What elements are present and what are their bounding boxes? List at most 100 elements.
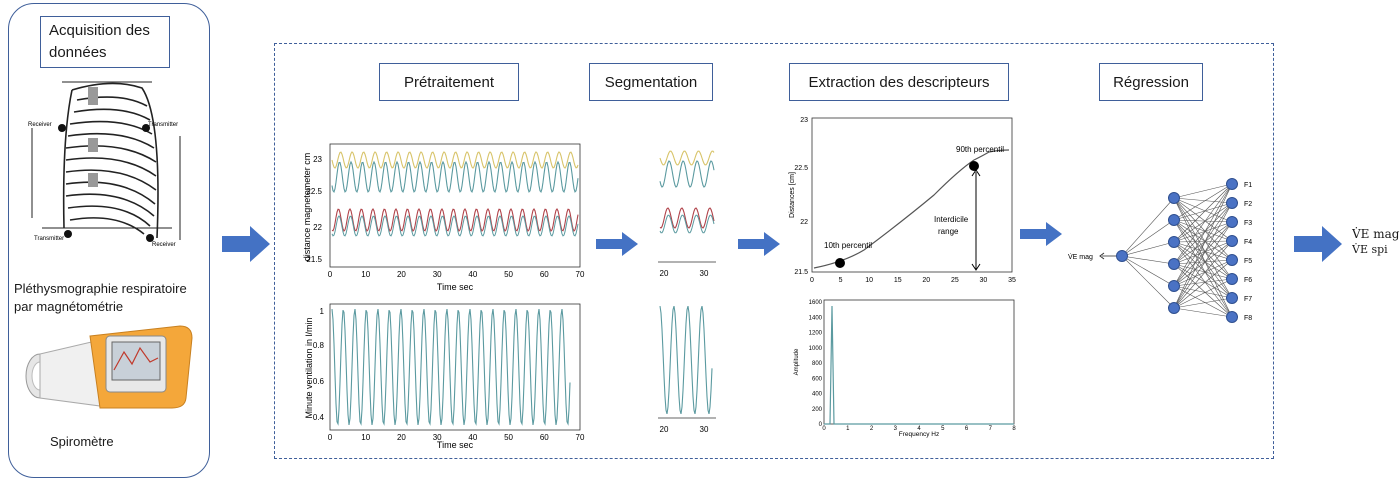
amp-ytick-3: 1000 [809, 346, 823, 352]
nn-edge [1173, 219, 1233, 280]
nn-edge [1173, 183, 1233, 287]
nn-edge [1173, 221, 1233, 265]
nn-edge [1173, 307, 1233, 318]
vent-xtick-4: 40 [468, 433, 477, 442]
dist-xtick-4: 40 [468, 270, 477, 279]
vent-ylabel: Minute ventilation in l/min [304, 317, 314, 418]
segmentation-ventilation-plot: 20 30 [658, 305, 716, 434]
nn-edge [1173, 297, 1233, 309]
nn-input-node-4 [1226, 254, 1238, 266]
nn-edge [1173, 183, 1233, 265]
amp-ytick-6: 400 [812, 392, 823, 398]
dist-ytick-22: 22 [313, 223, 322, 232]
nn-edge [1173, 197, 1233, 318]
seg-vent-xtick-30: 30 [700, 425, 709, 434]
spirometer-image [25, 325, 193, 409]
dist-xlabel: Time sec [437, 282, 474, 292]
dist-ylabel: distance magnetometer cm [302, 153, 312, 262]
segmentation-distance-plot: 20 30 [658, 150, 716, 278]
nn-hidden-node-5 [1168, 302, 1180, 314]
result-line1: V̇E mag [1352, 227, 1400, 241]
p10-label: 10th percentil [824, 241, 872, 250]
feat-ytick-21-5: 21.5 [794, 269, 808, 276]
freq-xtick-1: 1 [846, 426, 850, 432]
amp-ytick-5: 600 [812, 376, 823, 382]
nn-hidden-node-1 [1168, 214, 1180, 226]
nn-input-node-5 [1226, 273, 1238, 285]
dist-ytick-23: 23 [313, 155, 322, 164]
arrow-to-segmentation [596, 232, 638, 256]
vent-xtick-3: 30 [433, 433, 442, 442]
nn-edge [1173, 197, 1233, 261]
feature-label-3: F3 [1244, 220, 1252, 227]
dist-xtick-2: 20 [397, 270, 406, 279]
vent-ytick-0-4: 0.4 [313, 413, 325, 422]
arrow-to-features [738, 232, 780, 256]
distance-series-red [331, 207, 579, 232]
nn-edge [1173, 259, 1233, 287]
arrow-to-regression [1020, 222, 1062, 246]
method-line1: Pléthysmographie respiratoire [14, 281, 187, 296]
nn-edge [1121, 197, 1175, 257]
transmitter-top-label: Transmitter [148, 122, 178, 128]
ventilation-series [331, 309, 571, 426]
range-line2: range [938, 227, 959, 236]
dist-ytick-21-5: 21.5 [306, 255, 322, 264]
dist-ytick-22-5: 22.5 [306, 187, 322, 196]
nn-edge [1173, 202, 1233, 287]
stage-segmentation: Segmentation [589, 63, 713, 101]
distance-series-yellow [331, 151, 579, 169]
nn-edge [1121, 255, 1175, 309]
vent-xtick-7: 70 [576, 433, 585, 442]
nn-edge [1173, 183, 1233, 309]
vent-xtick-6: 60 [540, 433, 549, 442]
nn-edge [1173, 240, 1233, 243]
nn-hidden-node-4 [1168, 280, 1180, 292]
nn-hidden-node-3 [1168, 258, 1180, 270]
feat-ytick-22: 22 [800, 219, 808, 226]
feature-label-7: F7 [1244, 296, 1252, 303]
vent-ytick-0-6: 0.6 [313, 377, 325, 386]
seg-ventilation-series [659, 305, 713, 415]
dist-xtick-1: 10 [361, 270, 370, 279]
nn-edge [1173, 221, 1233, 243]
amp-ylabel: Amplitude [794, 348, 800, 375]
feature-label-2: F2 [1244, 201, 1252, 208]
nn-edge [1173, 183, 1233, 199]
stage-preprocessing: Prétraitement [379, 63, 519, 101]
nn-edge [1173, 240, 1233, 309]
nn-edge [1173, 278, 1233, 287]
nn-edge [1173, 278, 1233, 309]
nn-edge [1173, 197, 1233, 242]
nn-edge [1173, 202, 1233, 265]
freq-xtick-3: 3 [894, 426, 898, 432]
feat-xtick-3: 15 [894, 277, 902, 284]
feature-label-5: F5 [1244, 258, 1252, 265]
feat-xtick-6: 30 [980, 277, 988, 284]
nn-edge [1173, 263, 1233, 280]
stage-features: Extraction des descripteurs [789, 63, 1009, 101]
nn-edge [1173, 202, 1233, 309]
nn-edge [1173, 259, 1233, 265]
seg-series-teal [659, 160, 715, 188]
amp-ytick-4: 800 [812, 361, 823, 367]
nn-edge [1121, 241, 1175, 257]
nn-input-node-6 [1226, 292, 1238, 304]
feature-label-4: F4 [1244, 239, 1252, 246]
nn-edge [1173, 219, 1233, 299]
vent-xtick-1: 10 [361, 433, 370, 442]
dist-xtick-3: 30 [433, 270, 442, 279]
nn-input-node-2 [1226, 216, 1238, 228]
nn-edge [1173, 183, 1233, 221]
nn-edge [1173, 221, 1233, 309]
freq-xtick-8: 8 [1012, 426, 1016, 432]
nn-edge [1173, 219, 1233, 261]
nn-edge [1173, 221, 1233, 287]
seg-vent-xtick-20: 20 [660, 425, 669, 434]
nn-output-label: V̇E mag [1068, 253, 1093, 261]
feature-label-1: F1 [1244, 182, 1252, 189]
seg-series-teal-lower [659, 214, 715, 234]
feat-xtick-1: 5 [839, 277, 843, 284]
